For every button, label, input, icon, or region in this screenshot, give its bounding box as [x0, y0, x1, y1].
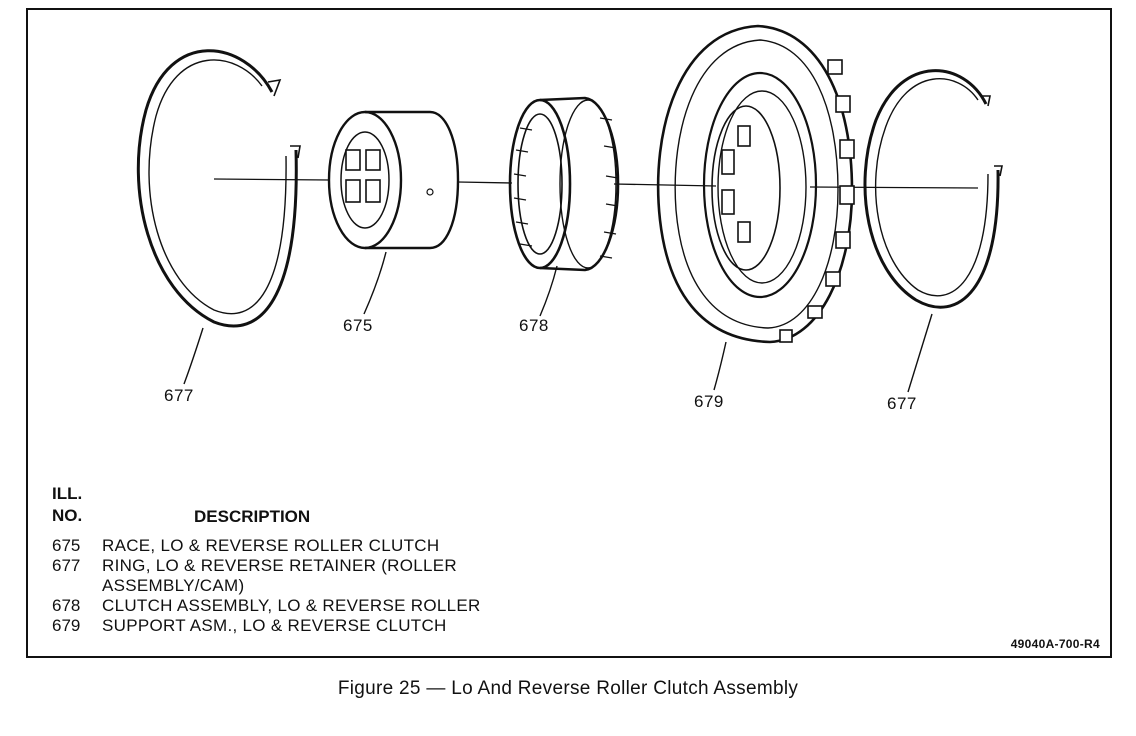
- callout-679: 679: [694, 392, 724, 411]
- legend-row: 679 SUPPORT ASM., LO & REVERSE CLUTCH: [52, 616, 612, 636]
- legend-number: 679: [52, 616, 81, 635]
- legend-header-no: NO.: [52, 506, 83, 525]
- callout-675: 675: [343, 316, 373, 335]
- legend-header-description: DESCRIPTION: [194, 507, 311, 526]
- legend-row: 677 RING, LO & REVERSE RETAINER (ROLLER: [52, 556, 612, 576]
- legend-description: RING, LO & REVERSE RETAINER (ROLLER: [102, 556, 457, 575]
- retainer-ring-677-left: [136, 49, 301, 328]
- callout-678: 678: [519, 316, 549, 335]
- legend-description: ASSEMBLY/CAM): [102, 576, 245, 595]
- figure-caption: Figure 25 — Lo And Reverse Roller Clutch…: [337, 678, 799, 699]
- legend-row: 675 RACE, LO & REVERSE ROLLER CLUTCH: [52, 536, 612, 556]
- legend-description: SUPPORT ASM., LO & REVERSE CLUTCH: [102, 616, 447, 635]
- legend-description: RACE, LO & REVERSE ROLLER CLUTCH: [102, 536, 440, 555]
- legend-row-continuation: ASSEMBLY/CAM): [52, 576, 612, 596]
- legend-header-ill: ILL.: [52, 484, 83, 503]
- legend-description: CLUTCH ASSEMBLY, LO & REVERSE ROLLER: [102, 596, 481, 615]
- legend-number: 678: [52, 596, 81, 615]
- legend-row: 678 CLUTCH ASSEMBLY, LO & REVERSE ROLLER: [52, 596, 612, 616]
- figure-frame: [26, 8, 1112, 658]
- callout-677-left: 677: [164, 386, 194, 405]
- retainer-ring-677-right: [863, 69, 1003, 309]
- race-675: [327, 110, 460, 250]
- callout-677-right: 677: [887, 394, 917, 413]
- support-679: [656, 24, 855, 344]
- roller-clutch-678: [508, 96, 620, 272]
- leader-lines: [183, 251, 933, 393]
- legend-rows: 675 RACE, LO & REVERSE ROLLER CLUTCH 677…: [52, 536, 612, 636]
- legend-number: 675: [52, 536, 81, 555]
- legend-number: 677: [52, 556, 81, 575]
- drawing-code: 49040A-700-R4: [1010, 637, 1100, 651]
